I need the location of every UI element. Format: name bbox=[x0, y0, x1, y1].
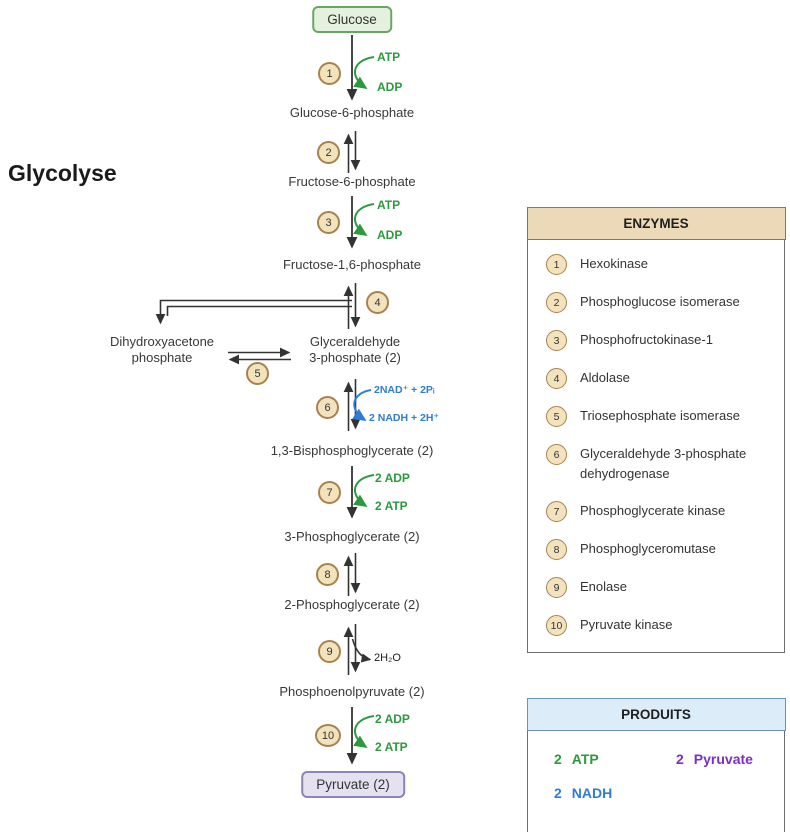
step-circle-8: 8 bbox=[316, 563, 339, 586]
metabolite-fructose-6-phosphate: Fructose-6-phosphate bbox=[288, 174, 416, 189]
products-row-2: 2 NADH bbox=[554, 785, 774, 801]
glucose-node: Glucose bbox=[312, 6, 392, 33]
cofactor-atp-step1: ATP bbox=[377, 50, 401, 64]
enzyme-item-3: 3 Phosphofructokinase-1 bbox=[546, 330, 774, 351]
product-pyruvate: 2 Pyruvate bbox=[676, 751, 753, 767]
step-circle-9: 9 bbox=[318, 640, 341, 663]
step-circle-3: 3 bbox=[317, 211, 340, 234]
metabolite-1-3-bisphosphoglycerate: 1,3-Bisphosphoglycerate (2) bbox=[270, 443, 434, 458]
cofactor-atp-step3: ATP bbox=[377, 198, 401, 212]
enzyme-name-10: Pyruvate kinase bbox=[580, 617, 673, 632]
enzyme-item-2: 2 Phosphoglucose isomerase bbox=[546, 292, 774, 313]
enzyme-name-1: Hexokinase bbox=[580, 256, 648, 271]
step-circle-4: 4 bbox=[366, 291, 389, 314]
enzymes-list: 1 Hexokinase 2 Phosphoglucose isomerase … bbox=[528, 238, 784, 652]
enzyme-name-3: Phosphofructokinase-1 bbox=[580, 332, 713, 347]
product-atp-qty: 2 bbox=[554, 751, 562, 767]
cofactor-adp-step10: 2 ADP bbox=[375, 712, 410, 726]
products-panel: PRODUITS 2 ATP 2 Pyruvate 2 NADH bbox=[526, 697, 786, 832]
enzyme-number-3: 3 bbox=[546, 330, 567, 351]
step-circle-2: 2 bbox=[317, 141, 340, 164]
enzyme-number-4: 4 bbox=[546, 368, 567, 389]
cofactor-atp-step10: 2 ATP bbox=[375, 740, 408, 754]
enzyme-item-4: 4 Aldolase bbox=[546, 368, 774, 389]
product-pyruvate-qty: 2 bbox=[676, 751, 684, 767]
product-nadh-qty: 2 bbox=[554, 785, 562, 801]
products-panel-header: PRODUITS bbox=[526, 697, 786, 731]
enzyme-name-7: Phosphoglycerate kinase bbox=[580, 503, 726, 518]
enzyme-name-4: Aldolase bbox=[580, 370, 630, 385]
products-list: 2 ATP 2 Pyruvate 2 NADH bbox=[528, 729, 784, 832]
metabolite-3-phosphoglycerate: 3-Phosphoglycerate (2) bbox=[284, 529, 420, 544]
metabolite-glucose-6-phosphate: Glucose-6-phosphate bbox=[289, 105, 415, 120]
enzymes-panel: ENZYMES 1 Hexokinase 2 Phosphoglucose is… bbox=[526, 206, 786, 653]
enzyme-item-9: 9 Enolase bbox=[546, 577, 774, 598]
enzyme-item-7: 7 Phosphoglycerate kinase bbox=[546, 501, 774, 522]
step-circle-1: 1 bbox=[318, 62, 341, 85]
cofactor-h2o-step9: 2H₂O bbox=[374, 652, 401, 664]
cofactor-nad-step6: 2NAD⁺ + 2Pᵢ bbox=[374, 384, 435, 396]
enzyme-item-8: 8 Phosphoglyceromutase bbox=[546, 539, 774, 560]
product-atp: 2 ATP bbox=[554, 751, 676, 767]
cofactor-adp-step7: 2 ADP bbox=[375, 471, 410, 485]
metabolite-phosphoenolpyruvate: Phosphoenolpyruvate (2) bbox=[279, 684, 425, 699]
enzyme-name-8: Phosphoglyceromutase bbox=[580, 541, 716, 556]
product-atp-name: ATP bbox=[571, 751, 599, 767]
enzyme-item-10: 10 Pyruvate kinase bbox=[546, 615, 774, 636]
enzyme-item-1: 1 Hexokinase bbox=[546, 254, 774, 275]
enzyme-number-8: 8 bbox=[546, 539, 567, 560]
enzyme-item-6: 6 Glyceraldehyde 3-phosphate dehydrogena… bbox=[546, 444, 774, 484]
step-circle-5: 5 bbox=[246, 362, 269, 385]
cofactor-adp-step3: ADP bbox=[377, 228, 403, 242]
enzyme-number-5: 5 bbox=[546, 406, 567, 427]
enzyme-number-2: 2 bbox=[546, 292, 567, 313]
pyruvate-node: Pyruvate (2) bbox=[301, 771, 405, 798]
metabolite-2-phosphoglycerate: 2-Phosphoglycerate (2) bbox=[284, 597, 420, 612]
enzymes-panel-header: ENZYMES bbox=[526, 206, 786, 240]
metabolite-fructose-1-6-phosphate: Fructose-1,6-phosphate bbox=[282, 257, 422, 272]
enzyme-name-6: Glyceraldehyde 3-phosphate dehydrogenase bbox=[580, 446, 747, 481]
enzyme-item-5: 5 Triosephosphate isomerase bbox=[546, 406, 774, 427]
cofactor-atp-step7: 2 ATP bbox=[375, 499, 408, 513]
step-circle-7: 7 bbox=[318, 481, 341, 504]
enzyme-number-1: 1 bbox=[546, 254, 567, 275]
enzyme-name-2: Phosphoglucose isomerase bbox=[580, 294, 740, 309]
enzyme-name-9: Enolase bbox=[580, 579, 627, 594]
enzyme-number-10: 10 bbox=[546, 615, 567, 636]
product-nadh: 2 NADH bbox=[554, 785, 676, 801]
product-nadh-name: NADH bbox=[571, 785, 613, 801]
cofactor-nadh-step6: 2 NADH + 2H⁺ bbox=[369, 412, 440, 424]
step-circle-6: 6 bbox=[316, 396, 339, 419]
diagram-title: Glycolyse bbox=[8, 160, 117, 186]
step-circle-10: 10 bbox=[315, 724, 341, 747]
metabolite-glyceraldehyde-3-phosphate: Glyceraldehyde 3-phosphate (2) bbox=[309, 334, 401, 365]
enzyme-number-9: 9 bbox=[546, 577, 567, 598]
enzyme-number-6: 6 bbox=[546, 444, 567, 465]
cofactor-adp-step1: ADP bbox=[377, 80, 403, 94]
metabolite-dihydroxyacetone-phosphate: Dihydroxyacetone phosphate bbox=[109, 334, 215, 365]
enzyme-name-5: Triosephosphate isomerase bbox=[580, 408, 740, 423]
enzyme-number-7: 7 bbox=[546, 501, 567, 522]
products-row-1: 2 ATP 2 Pyruvate bbox=[554, 751, 774, 767]
product-pyruvate-name: Pyruvate bbox=[693, 751, 753, 767]
